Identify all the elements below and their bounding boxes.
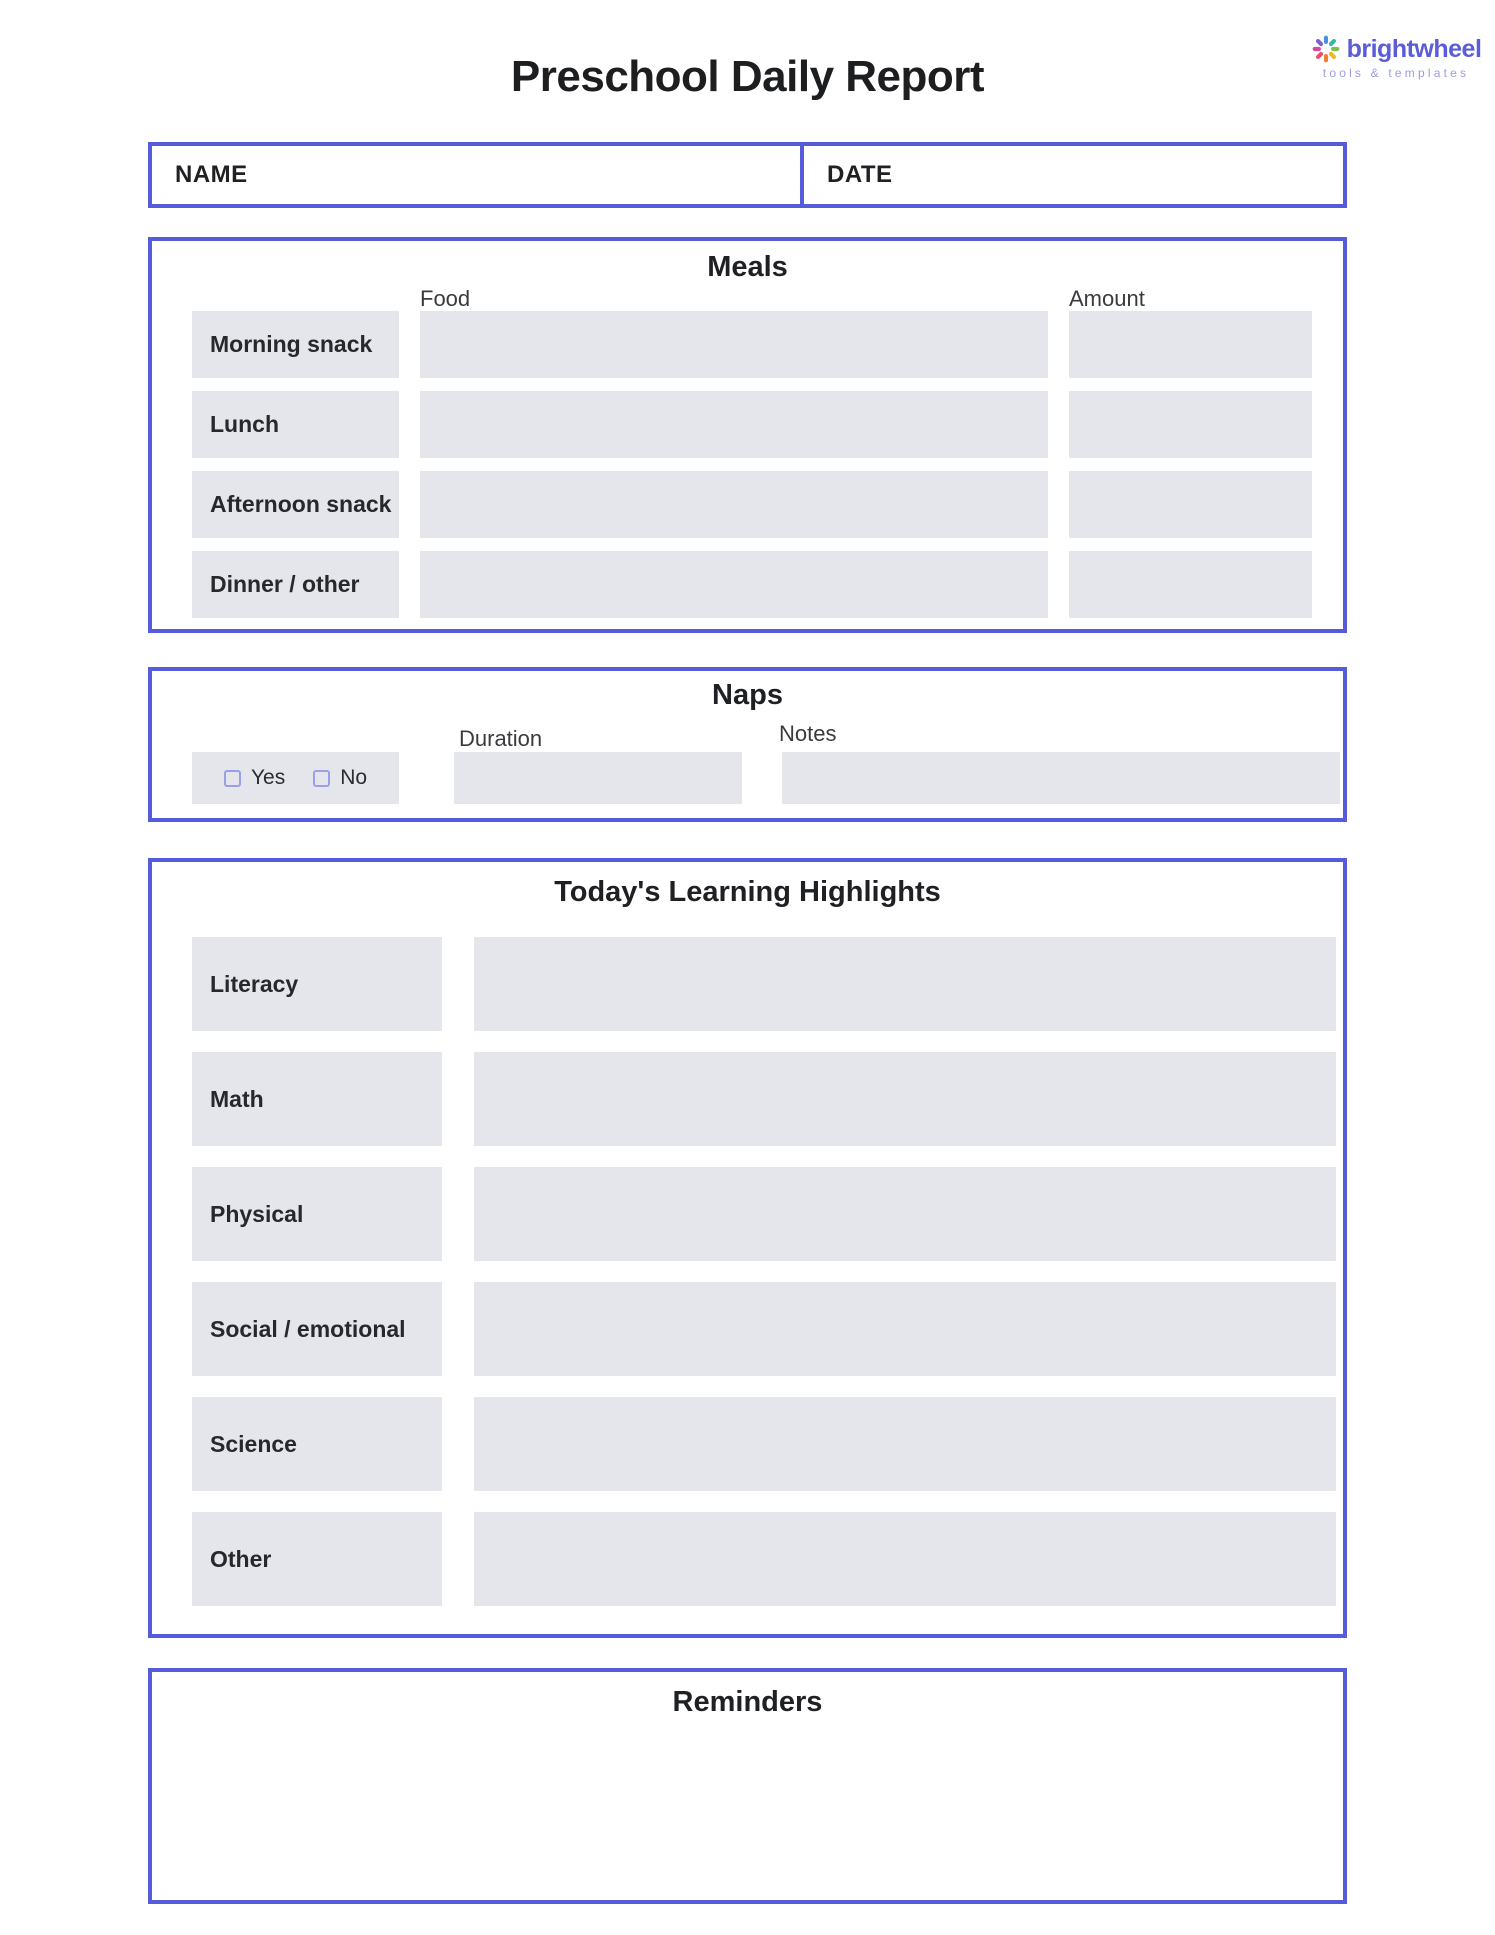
nap-yes-label: Yes (250, 766, 286, 789)
table-row: Literacy (192, 937, 1336, 1031)
meals-amount-column-header: Amount (1069, 286, 1145, 311)
learning-label-math: Math (192, 1052, 442, 1146)
social-emotional-notes-input[interactable] (474, 1282, 1336, 1376)
date-label: DATE (827, 161, 893, 188)
naps-cells-row: Yes No (192, 752, 1340, 804)
nap-yes-checkbox[interactable] (223, 769, 241, 787)
reminders-section: Reminders (148, 1668, 1347, 1904)
nap-yes-no-field: Yes No (192, 752, 399, 804)
page-title: Preschool Daily Report (510, 52, 985, 101)
table-row: Social / emotional (192, 1282, 1336, 1376)
literacy-notes-input[interactable] (474, 937, 1336, 1031)
nap-notes-input[interactable] (782, 752, 1340, 804)
dinner-other-food-input[interactable] (420, 551, 1048, 618)
table-row: Science (192, 1397, 1336, 1491)
pinwheel-icon (1311, 34, 1341, 64)
other-notes-input[interactable] (474, 1512, 1336, 1606)
brightwheel-logo: brightwheel tools & templates (1312, 34, 1482, 80)
table-row: Morning snack (192, 311, 1312, 378)
dinner-other-amount-input[interactable] (1069, 551, 1312, 618)
lunch-amount-input[interactable] (1069, 391, 1312, 458)
name-date-box: NAME DATE (148, 142, 1347, 208)
nap-no-checkbox[interactable] (313, 769, 331, 787)
reminders-input[interactable] (172, 1728, 1323, 1888)
learning-highlights-title: Today's Learning Highlights (554, 876, 941, 908)
table-row: Physical (192, 1167, 1336, 1261)
learning-label-literacy: Literacy (192, 937, 442, 1031)
meals-title: Meals (707, 251, 788, 283)
naps-duration-header: Duration (459, 726, 543, 751)
nap-no-option[interactable]: No (313, 766, 367, 790)
table-row: Other (192, 1512, 1336, 1606)
brand-tagline: tools & templates (1322, 66, 1470, 80)
math-notes-input[interactable] (474, 1052, 1336, 1146)
learning-highlights-section: Today's Learning Highlights Literacy Mat… (148, 858, 1347, 1638)
meals-section: Meals Food Amount Morning snack Lunch Af… (148, 237, 1347, 633)
meal-label-dinner-other: Dinner / other (192, 551, 399, 618)
name-label: NAME (175, 161, 248, 188)
meal-label-lunch: Lunch (192, 391, 399, 458)
table-row: Lunch (192, 391, 1312, 458)
learning-label-other: Other (192, 1512, 442, 1606)
afternoon-snack-food-input[interactable] (420, 471, 1048, 538)
learning-label-physical: Physical (192, 1167, 442, 1261)
nap-duration-input[interactable] (454, 752, 742, 804)
afternoon-snack-amount-input[interactable] (1069, 471, 1312, 538)
name-field[interactable]: NAME (152, 146, 804, 204)
meal-label-afternoon-snack: Afternoon snack (192, 471, 399, 538)
naps-title: Naps (712, 679, 783, 711)
morning-snack-food-input[interactable] (420, 311, 1048, 378)
brightwheel-logo-row: brightwheel (1311, 34, 1482, 64)
morning-snack-amount-input[interactable] (1069, 311, 1312, 378)
brand-name: brightwheel (1346, 34, 1482, 63)
learning-label-science: Science (192, 1397, 442, 1491)
lunch-food-input[interactable] (420, 391, 1048, 458)
naps-notes-header: Notes (779, 721, 837, 746)
table-row: Afternoon snack (192, 471, 1312, 538)
reminders-title: Reminders (672, 1686, 823, 1718)
meals-food-column-header: Food (420, 286, 471, 311)
learning-label-social-emotional: Social / emotional (192, 1282, 442, 1376)
naps-section: Naps Duration Notes Yes No (148, 667, 1347, 822)
physical-notes-input[interactable] (474, 1167, 1336, 1261)
date-field[interactable]: DATE (804, 146, 1343, 204)
learning-rows: Literacy Math Physical Social / emotiona… (192, 937, 1336, 1627)
table-row: Math (192, 1052, 1336, 1146)
nap-no-label: No (340, 766, 368, 789)
meal-label-morning-snack: Morning snack (192, 311, 399, 378)
science-notes-input[interactable] (474, 1397, 1336, 1491)
nap-yes-option[interactable]: Yes (223, 766, 286, 790)
table-row: Dinner / other (192, 551, 1312, 618)
meals-rows: Morning snack Lunch Afternoon snack Dinn… (192, 311, 1312, 631)
